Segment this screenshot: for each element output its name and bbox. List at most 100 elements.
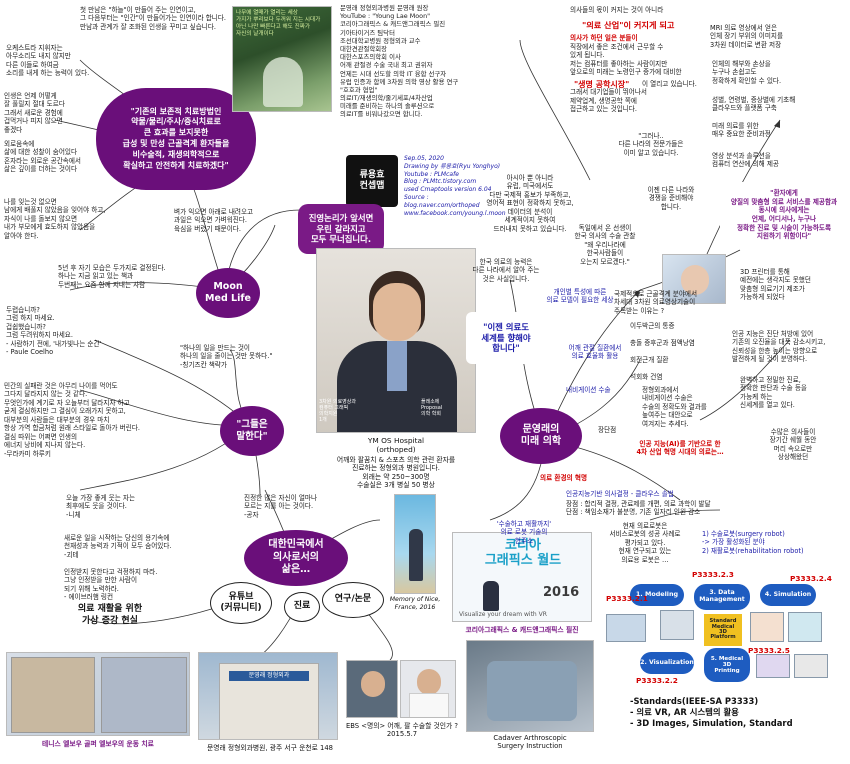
future-medicine-node[interactable]: 문영래의 미래 의학: [500, 408, 582, 464]
right-text-25-red: 인공 지능(AI)를 기반으로 한 4차 산업 혁명 시대의 의료는…: [636, 440, 724, 457]
surgery-poster-image: 나무에 열매가 열리는 세상 가지가 뿌리보다 두꺼워 지는 시대가 아닌 나만…: [232, 6, 332, 112]
standards-text: -Standards(IEEE-SA P3333) - 의료 VR, AR 시스…: [630, 696, 793, 728]
right-text-27-blue: 인공지능기반 의사결정 - 클라우스 솔법: [566, 490, 674, 498]
std-platform-center: Standard Medical 3D Platform: [704, 614, 742, 646]
kg-speaker-figure: [483, 581, 499, 611]
ebs-face-1: [361, 671, 385, 697]
std-visualization: 2. Visualization: [640, 652, 694, 674]
std-viewer: [750, 612, 784, 642]
credit-youtube: Youtube : PLMcafe: [404, 170, 459, 178]
cadaver-caption: Cadaver Arthroscopic Surgery Instruction: [493, 734, 567, 751]
kg-title: 코리아 그래픽스 월드: [484, 538, 562, 568]
right-text-1: 의사들의 몫이 커지는 것이 아니라: [570, 6, 664, 14]
research-node[interactable]: 연구/논문: [322, 582, 384, 618]
vr-photo-left: [11, 657, 95, 733]
right-text-24: 장단점: [598, 426, 617, 434]
right-text-3: 이 열리고 있습니다. 그래서 대기업들이 뛰어나서 제약업계, 생명공학 쪽에…: [570, 80, 697, 114]
doctor-portrait-photo: 3차원 의료영상과 컴퓨터 그래픽 의학지원 1개 플레소에 Proposal …: [316, 248, 476, 433]
hospital-name-caption: YM OS Hospital (orthoped): [367, 436, 425, 455]
right-text-22-blue: 내비게이션 수술: [566, 386, 611, 394]
nice-caption: Memory of Nice, France, 2016: [389, 596, 441, 611]
cadaver-surgery-photo: [466, 640, 594, 732]
credit-source-1[interactable]: blog.naver.com/orthoped: [404, 201, 480, 209]
ebs-caption: EBS <명의> 어깨, 팔 수술할 것인가 ? 2015.5.7: [345, 722, 459, 739]
std-ar: [788, 612, 822, 642]
quote-goethe: 새로운 일을 시작하는 당신의 용기속에 천재성과 능력과 기적이 모두 숨어있…: [64, 534, 172, 559]
hospital-address-caption: 문영래 정형외과병원, 광주 서구 운천로 148: [207, 744, 333, 752]
right-text-14: 국제적으로 근골격계 분야에서 차세대 3차원 의료영상기술이 주목받는 이유는…: [614, 290, 698, 315]
surgery-team: [487, 661, 577, 721]
right-text-29-blue: '수술하고 재활까지' 의료 로봇 기술의 현주소: [496, 520, 552, 545]
moon-med-life-node[interactable]: Moon Med Life: [196, 268, 260, 318]
quote-confucius: 진정한 많은 자신이 얼마나 모르는 지를 아는 것이다. -공자: [244, 494, 318, 519]
right-text-26-red: 의료 환경의 혁명: [540, 474, 588, 482]
std-simulation: 4. Simulation: [760, 584, 816, 606]
poster-caption: 나무에 열매가 열리는 세상 가지가 뿌리보다 두꺼워 지는 시대가 아닌 나만…: [236, 10, 321, 37]
quote-loneliness: 외로움속에 삶에 대한 성찰이 숨어있다 혼자라는 외로운 공간속에서 삶은 깊…: [4, 140, 81, 174]
hospital-sign: 문영래 정형외과: [229, 671, 309, 681]
portrait-tie: [387, 341, 407, 391]
std-data-management: 3. Data Management: [694, 584, 750, 610]
quote-orchestra: 오케스트라 지휘자는 아무소리도 내지 않지만 다른 이들로 하여금 소리를 내…: [6, 44, 90, 78]
quote-fear: 두렵습니까? 그럼 하지 마세요. 겁쉽했습니까? 그럼 두려워하지 마세요. …: [6, 306, 102, 357]
treatment-quote-box[interactable]: "기존의 보존적 치료방법인 약물/물리/주사/증식치료로 큰 효과를 보지못한…: [96, 88, 256, 190]
ebs-face-2: [417, 669, 441, 695]
quote-genghis: "하나의 일을 만드는 것이 하나의 일을 줄이는 것만 못하다." -칭기즈칸…: [180, 344, 273, 369]
standards-diagram: 1. Modeling 3. Data Management 4. Simula…: [600, 570, 846, 690]
right-text-6: 인체의 해부와 손상을 누구나 손쉽고도 정확하게 확인할 수 있다.: [712, 60, 782, 85]
portrait-tag-1: 3차원 의료영상과 컴퓨터 그래픽 의학지원 1개: [319, 399, 356, 423]
quote-rice: 벼가 익으면 아래로 내려오고 과일은 익으면 가벼워진다. 육심을 버렸기 때…: [174, 208, 254, 233]
quote-five-years: 5년 후 자기 모습은 두가지로 결정된다. 하나는 지금 읽고 있는 책과 두…: [58, 264, 166, 289]
nice-person-figure: [409, 529, 423, 581]
right-text-16: 인공 지능은 진단 처방에 있어 기존의 오진율을 대폭 감소시키고, 신뢰성을…: [732, 330, 826, 364]
right-text-2: 직장에서 좋은 조건에서 근무할 수 있게 됩니다. 저는 컴퓨터를 좋아하는 …: [570, 43, 682, 77]
std-modeling: 1. Modeling: [630, 584, 684, 606]
surgeon-figure: [263, 57, 303, 107]
right-text-11: 아시아 뿐 아니라 유럽, 미국에서도 다만 국제적 홍보가 부족하고, 영어적…: [486, 174, 574, 233]
clinic-node[interactable]: 진료: [284, 592, 320, 622]
they-say-node[interactable]: "그들은 말한다": [220, 406, 284, 456]
kg-subtitle: Visualize your dream with VR: [459, 611, 547, 618]
credit-blog: Blog : PLMtc.tistory.com: [404, 178, 477, 186]
right-text-13: 한국 의료의 능력은 다른 나라에서 알아 주는 것은 사실입니다.: [472, 258, 540, 283]
quote-destiny: 첫 만남은 "하늘"이 만들어 주는 인연이고, 그 다음부터는 "인간"이 만…: [80, 6, 227, 31]
right-text-5: MRI 의료 영상에서 얻은 인체 장기 부위의 이미지를 3차원 데이터로 변…: [710, 24, 784, 49]
quote-filial: 나를 잊는것 없으면 남에게 배풀지 않았음을 잊어야 하고, 자식이 나를 돌…: [4, 198, 106, 240]
std-code-5: P3333.2.2: [636, 676, 678, 685]
credit-date: Sep.05, 2020: [404, 155, 444, 162]
right-text-31-blue: 1) 수술로봇(surgery robot) -> 가장 활성화된 분야 2) …: [702, 530, 804, 555]
kg-caption: 코리아그래픽스 & 캐드앤그래픽스 필진: [465, 626, 579, 634]
std-code-4: P3333.2.5: [748, 646, 790, 655]
credit-source-label: Source :: [404, 193, 429, 201]
dogma-box[interactable]: 진영논리가 앞서면 우린 갈라지고 모두 무너집니다.: [298, 204, 384, 254]
portrait-tag-2: 플레소에 Proposal 의학 학회: [421, 399, 443, 417]
right-text-19-blue: 개인별 특성에 따른 의료 모델이 필요한 세상: [546, 288, 614, 305]
korea-graphics-world-banner: 코리아 그래픽스 월드 2016 Visualize your dream wi…: [452, 532, 592, 622]
vr-device-photo: [662, 254, 726, 304]
vr-title: 의료 재활을 위한 가상 증강 현실: [77, 604, 143, 626]
vr-user-face: [681, 265, 709, 295]
right-text-21: 이두박근의 통증 충돌 증후군과 점액낭염 회전근개 질환 석회화 건염: [630, 322, 695, 381]
right-text-1-red: "의료 산업"이 커지게 되고: [582, 20, 675, 30]
right-text-8: 미래 의료를 위한 매우 중요한 준비과정: [712, 122, 771, 139]
credit-source-2[interactable]: www.facebook.com/young.l.moon: [404, 209, 506, 217]
ebs-photo-1: [346, 660, 398, 718]
cost-benefit-box: "환자에게 양질의 맞춤형 의료 서비스를 제공함과 동시에 의사에게는 언제,…: [720, 182, 848, 248]
korea-doctor-life-node[interactable]: 대한민국에서 의사로서의 삶은…: [244, 530, 348, 586]
right-text-9: 영상 분석과 솔루션을 컴퓨터 연산에 의해 제공: [712, 152, 779, 169]
std-3d-printing: 5. Medical 3D Printing: [704, 648, 750, 682]
youtube-node[interactable]: 유튜브 (커뮤니티): [210, 582, 272, 624]
ebs-gown: [409, 693, 449, 717]
right-text-18: 수많은 의사들이 장기간 쉐월 동안 머리 속으로만 상상해왔던: [769, 428, 817, 462]
portrait-face: [373, 283, 421, 341]
right-text-23: 정형외과에서 내비게이션 수술은 수술의 정확도와 결과를 높여주는 대안으로 …: [642, 386, 707, 428]
right-text-10: 이젠 다른 나라와 경쟁을 준비해야 합니다.: [647, 186, 695, 211]
global-medicine-box[interactable]: "이젠 의료도 세계를 향해야 합니다": [466, 312, 546, 364]
right-text-7: 성별, 연령별, 증상별에 기초해 클라우드와 플랫폼 구축: [712, 96, 796, 113]
vr-caption: 테니스 엘보우 골퍼 엘보우의 운동 치료: [42, 740, 154, 748]
right-text-28: 장점 : 합리적 결정, 관료제를 개편, 의료 과학이 발달 단점 : 책임소…: [566, 500, 711, 517]
vr-photo-right: [101, 657, 187, 733]
hospital-building-photo: 문영래 정형외과: [198, 652, 338, 740]
kg-year: 2016: [543, 585, 580, 600]
right-text-17: 완벽하고 정밀한 진료, 정확한 판단과 수술 등을 가능케 하는 신세계를 열…: [740, 376, 807, 410]
